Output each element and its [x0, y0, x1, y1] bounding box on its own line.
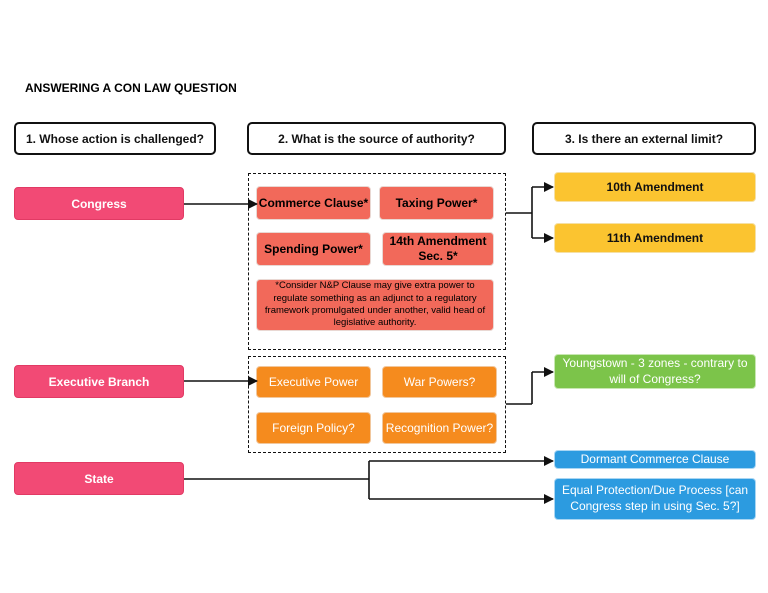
actor-congress: Congress	[14, 187, 184, 220]
power-taxing: Taxing Power*	[379, 186, 494, 220]
limit-10th-amendment: 10th Amendment	[554, 172, 756, 202]
power-recognition: Recognition Power?	[382, 412, 497, 444]
header-external-limit: 3. Is there an external limit?	[532, 122, 756, 155]
page-title: ANSWERING A CON LAW QUESTION	[25, 81, 237, 95]
power-commerce-clause: Commerce Clause*	[256, 186, 371, 220]
actor-state: State	[14, 462, 184, 495]
limit-11th-amendment: 11th Amendment	[554, 223, 756, 253]
header-whose-action: 1. Whose action is challenged?	[14, 122, 216, 155]
power-spending: Spending Power*	[256, 232, 371, 266]
necessary-and-proper-note: *Consider N&P Clause may give extra powe…	[256, 279, 494, 331]
header-source-of-authority: 2. What is the source of authority?	[247, 122, 506, 155]
congress-authority-group	[248, 173, 506, 350]
power-war: War Powers?	[382, 366, 497, 398]
actor-executive-branch: Executive Branch	[14, 365, 184, 398]
executive-authority-group	[248, 356, 506, 453]
power-foreign-policy: Foreign Policy?	[256, 412, 371, 444]
power-14th-amendment: 14th Amendment Sec. 5*	[382, 232, 494, 266]
limit-dormant-commerce-clause: Dormant Commerce Clause	[554, 450, 756, 469]
power-executive: Executive Power	[256, 366, 371, 398]
limit-youngstown: Youngstown - 3 zones - contrary to will …	[554, 354, 756, 389]
limit-equal-protection: Equal Protection/Due Process [can Congre…	[554, 478, 756, 520]
